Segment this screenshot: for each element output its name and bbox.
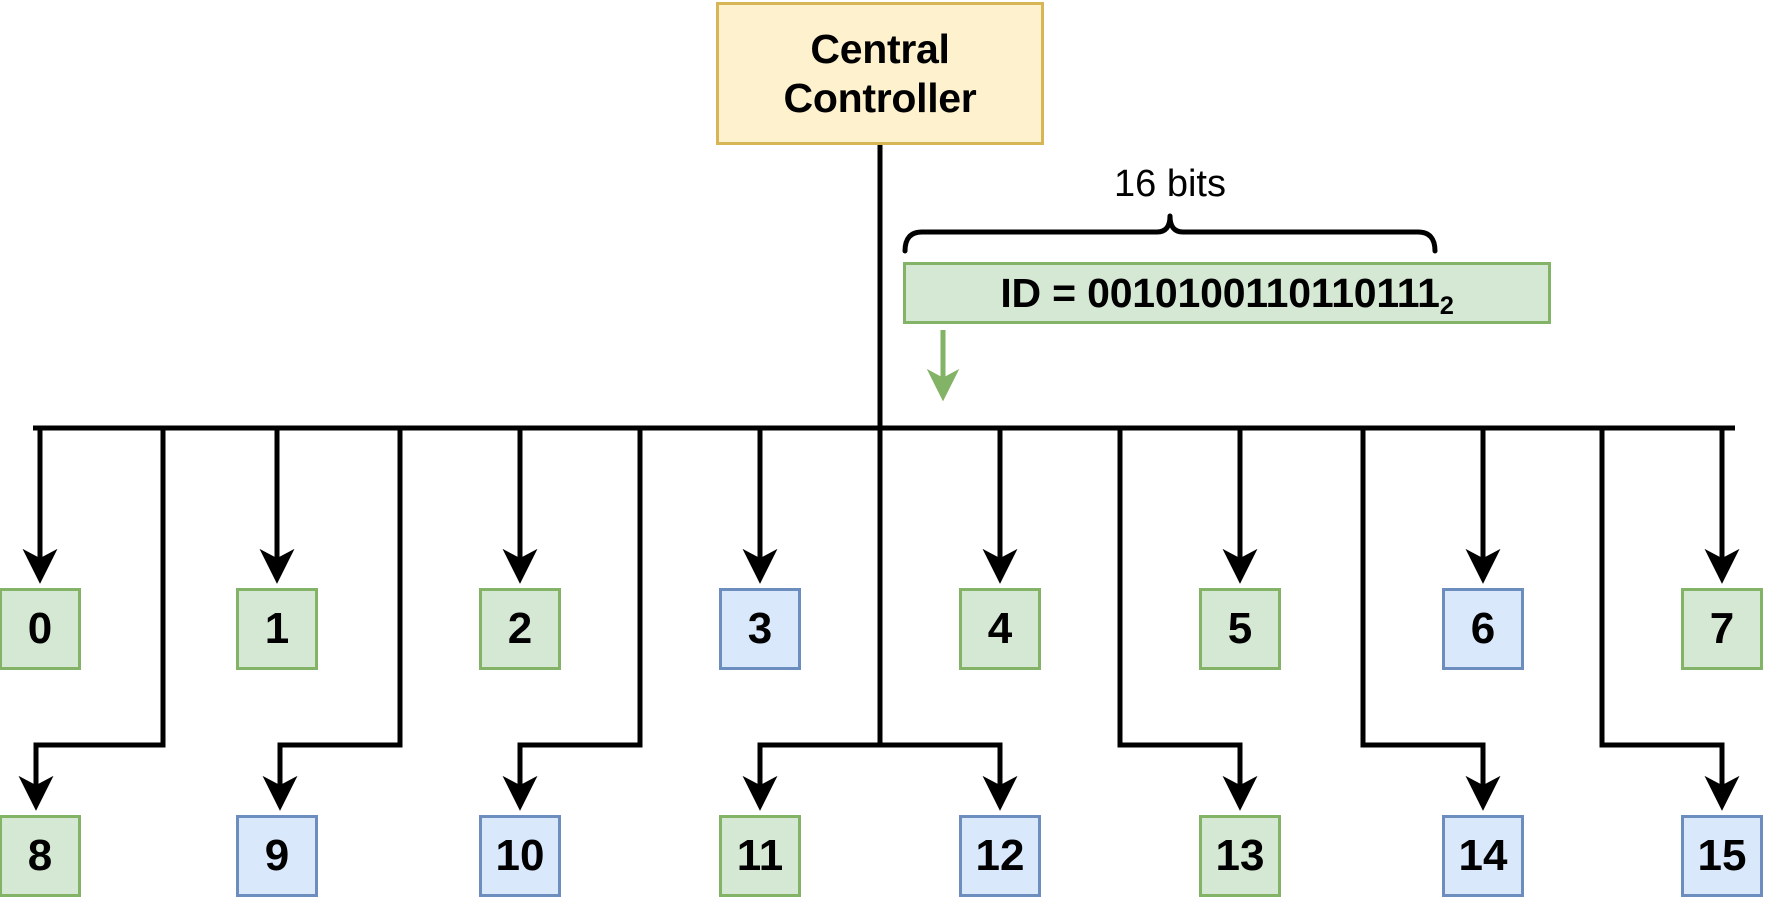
node-label-7: 7 [1709, 604, 1735, 653]
node-label-9: 9 [264, 831, 290, 880]
id-text: ID = 00101001101101112 [1000, 269, 1454, 320]
bits-annotation-label: 16 bits [1114, 163, 1226, 205]
node-label-4: 4 [987, 604, 1013, 653]
route-to-node-12 [880, 742, 1018, 811]
node-label-14: 14 [1458, 831, 1508, 880]
node-box-1[interactable]: 1 [236, 588, 318, 670]
route-to-node-11 [742, 428, 883, 811]
node-box-6[interactable]: 6 [1442, 588, 1524, 670]
central-controller-box: Central Controller [716, 2, 1044, 145]
node-box-9[interactable]: 9 [236, 815, 318, 897]
node-box-11[interactable]: 11 [719, 815, 801, 897]
bits-brace [902, 213, 1438, 254]
controller-title-line-1: Central [810, 26, 950, 73]
node-label-1: 1 [264, 604, 290, 653]
node-label-15: 15 [1697, 831, 1747, 880]
node-box-7[interactable]: 7 [1681, 588, 1763, 670]
node-box-4[interactable]: 4 [959, 588, 1041, 670]
route-to-node-15 [1599, 428, 1740, 811]
node-label-3: 3 [747, 604, 773, 653]
node-label-12: 12 [975, 831, 1025, 880]
id-binary-value: 0010100110110111 [1087, 269, 1440, 316]
id-value-box: ID = 00101001101101112 [903, 262, 1551, 324]
id-prefix: ID = [1000, 269, 1088, 316]
node-box-0[interactable]: 0 [0, 588, 81, 670]
route-to-node-10 [502, 428, 643, 811]
node-box-3[interactable]: 3 [719, 588, 801, 670]
route-to-node-14 [1360, 428, 1501, 811]
node-box-13[interactable]: 13 [1199, 815, 1281, 897]
node-label-10: 10 [495, 831, 545, 880]
node-label-6: 6 [1470, 604, 1496, 653]
controller-title-line-2: Controller [783, 74, 977, 121]
node-box-12[interactable]: 12 [959, 815, 1041, 897]
id-base-subscript: 2 [1439, 291, 1454, 320]
node-box-8[interactable]: 8 [0, 815, 81, 897]
node-label-5: 5 [1227, 604, 1253, 653]
node-box-14[interactable]: 14 [1442, 815, 1524, 897]
node-box-5[interactable]: 5 [1199, 588, 1281, 670]
node-box-15[interactable]: 15 [1681, 815, 1763, 897]
node-box-10[interactable]: 10 [479, 815, 561, 897]
node-label-11: 11 [736, 831, 784, 880]
route-to-node-8 [18, 428, 166, 811]
node-label-0: 0 [27, 604, 53, 653]
route-to-node-13 [1117, 428, 1258, 811]
node-box-2[interactable]: 2 [479, 588, 561, 670]
node-label-13: 13 [1215, 831, 1265, 880]
route-to-node-9 [262, 428, 403, 811]
node-label-8: 8 [27, 831, 53, 880]
node-label-2: 2 [507, 604, 533, 653]
